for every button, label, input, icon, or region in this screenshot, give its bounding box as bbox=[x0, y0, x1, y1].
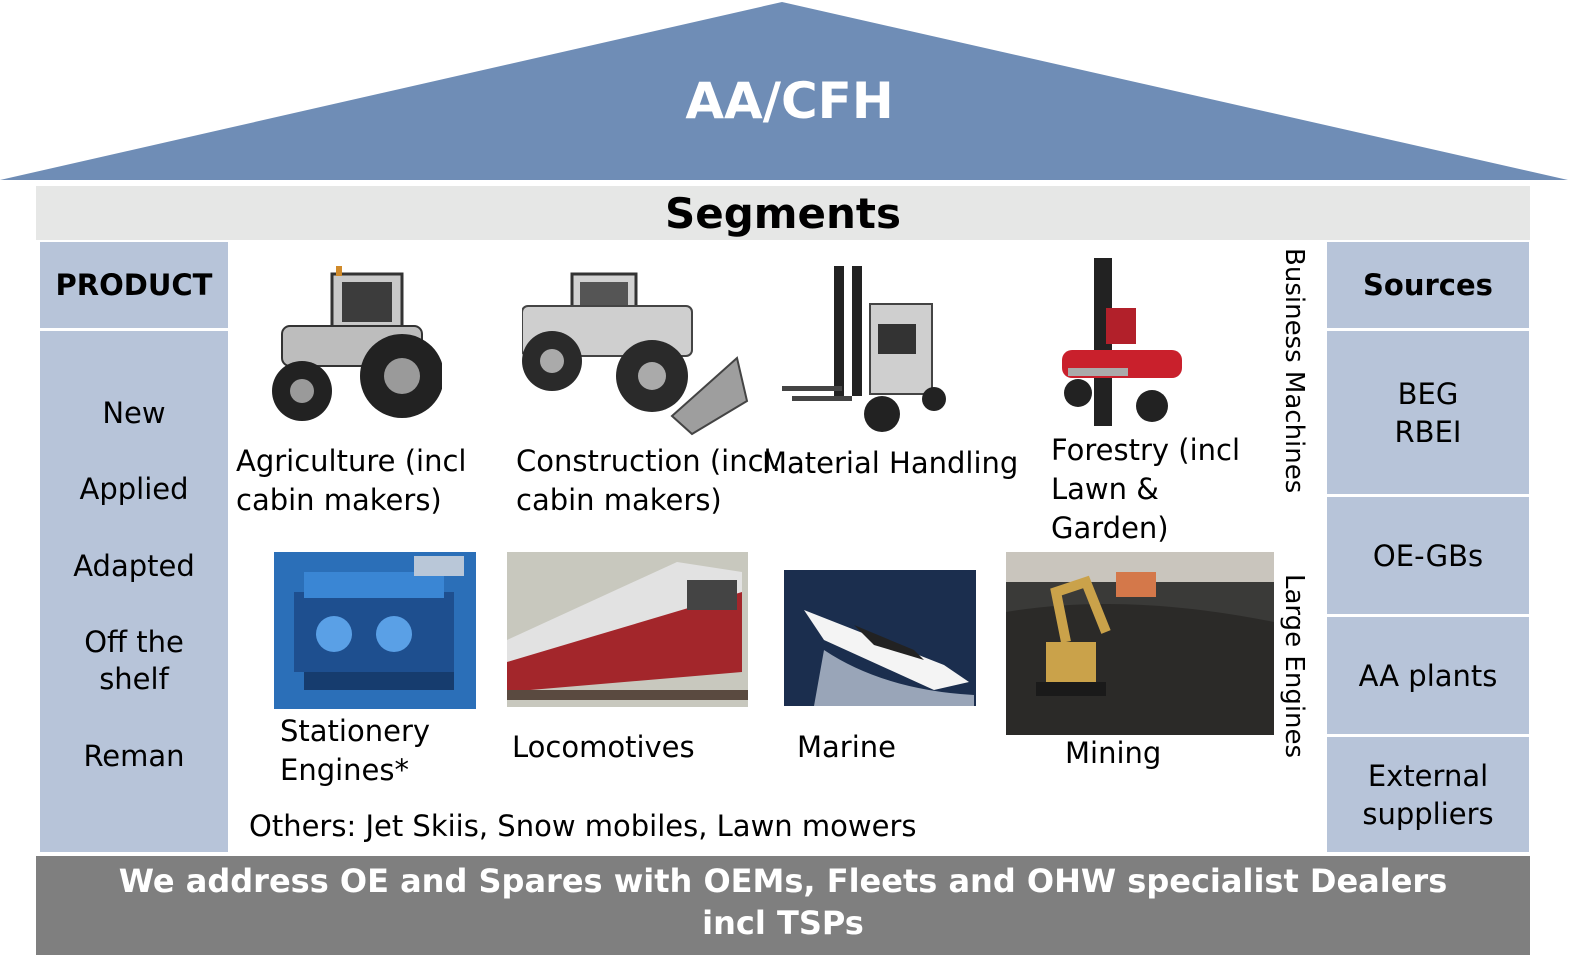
business-machines-label: Business Machines bbox=[1279, 248, 1309, 494]
others-note: Others: Jet Skiis, Snow mobiles, Lawn mo… bbox=[249, 809, 917, 843]
segment-label-text: Forestry (incl Lawn & Garden) bbox=[1051, 433, 1241, 545]
large-engines-label: Large Engines bbox=[1279, 574, 1309, 759]
product-item: Applied bbox=[79, 472, 189, 506]
roof-shape bbox=[0, 2, 1568, 180]
segment-label-text: Construction (incl. cabin makers) bbox=[516, 444, 781, 517]
sources-header: Sources bbox=[1327, 242, 1529, 328]
segments-header: Segments bbox=[36, 186, 1530, 240]
sources-header-label: Sources bbox=[1363, 268, 1493, 302]
source-label: External suppliers bbox=[1362, 758, 1494, 831]
segment-label-text: Stationery Engines* bbox=[280, 714, 431, 787]
source-label: BEG RBEI bbox=[1394, 376, 1462, 449]
product-item: Reman bbox=[83, 739, 185, 773]
product-item: New bbox=[102, 396, 166, 430]
log-splitter-image bbox=[1062, 258, 1182, 426]
segment-label-stationery-engines: Stationery Engines* bbox=[280, 712, 440, 790]
source-item: BEG RBEI bbox=[1327, 331, 1529, 494]
footer-banner: We address OE and Spares with OEMs, Flee… bbox=[36, 856, 1530, 955]
footer-text: We address OE and Spares with OEMs, Flee… bbox=[118, 862, 1448, 942]
forklift-image bbox=[782, 266, 946, 432]
segment-label-construction: Construction (incl. cabin makers) bbox=[516, 442, 794, 520]
segment-label-mining: Mining bbox=[1065, 736, 1162, 770]
segments-title: Segments bbox=[664, 189, 902, 238]
segment-label-text: Agriculture (incl cabin makers) bbox=[236, 444, 467, 517]
roof-title: AA/CFH bbox=[685, 72, 894, 130]
excavator-mine-image bbox=[1006, 552, 1274, 735]
motor-yacht-image bbox=[784, 570, 976, 706]
product-header: PRODUCT bbox=[40, 242, 228, 328]
product-list: New Applied Adapted Off the shelf Reman bbox=[40, 331, 228, 852]
source-item: OE-GBs bbox=[1327, 497, 1529, 614]
source-item: AA plants bbox=[1327, 617, 1529, 734]
source-label: OE-GBs bbox=[1372, 538, 1484, 573]
segment-label-forestry: Forestry (incl Lawn & Garden) bbox=[1051, 431, 1283, 548]
source-item: External suppliers bbox=[1327, 737, 1529, 852]
segment-label-material-handling: Material Handling bbox=[762, 446, 1019, 480]
segment-label-agriculture: Agriculture (incl cabin makers) bbox=[236, 442, 504, 520]
wheel-loader-image bbox=[522, 272, 749, 436]
segment-label-marine: Marine bbox=[797, 730, 896, 764]
product-item: Adapted bbox=[73, 549, 195, 583]
tractor-image bbox=[272, 266, 442, 421]
stationary-engine-image bbox=[274, 552, 476, 709]
product-header-label: PRODUCT bbox=[55, 268, 213, 302]
source-label: AA plants bbox=[1358, 658, 1498, 693]
locomotive-image bbox=[507, 552, 748, 707]
product-item: Off the shelf bbox=[84, 625, 184, 696]
segment-label-locomotives: Locomotives bbox=[512, 730, 695, 764]
